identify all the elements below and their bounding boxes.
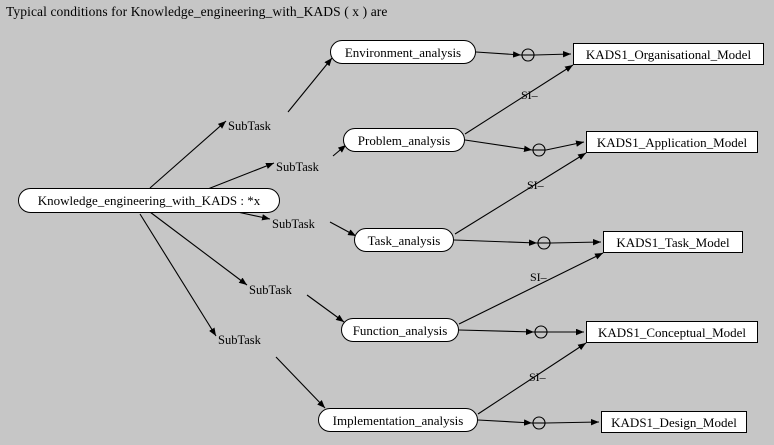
node-task-analysis[interactable]: Task_analysis — [354, 228, 454, 252]
node-label: Task_analysis — [367, 232, 441, 248]
edge-label-si: SI– — [527, 178, 544, 192]
node-label: Problem_analysis — [357, 132, 451, 148]
edge-label-subtask: SubTask — [228, 119, 271, 133]
node-kads1-task-model[interactable]: KADS1_Task_Model — [603, 231, 743, 253]
edge-label-si: SI– — [521, 88, 538, 102]
node-label: KADS1_Application_Model — [596, 134, 748, 150]
node-environment-analysis[interactable]: Environment_analysis — [330, 40, 476, 64]
node-label: KADS1_Design_Model — [611, 414, 737, 430]
node-implementation-analysis[interactable]: Implementation_analysis — [318, 408, 478, 432]
edge-label-subtask: SubTask — [276, 160, 319, 174]
node-kads1-conceptual-model[interactable]: KADS1_Conceptual_Model — [586, 321, 758, 343]
node-label: Function_analysis — [352, 322, 448, 338]
edge-label-subtask: SubTask — [272, 217, 315, 231]
node-root[interactable]: Knowledge_engineering_with_KADS : *x — [18, 188, 280, 213]
node-kads1-application-model[interactable]: KADS1_Application_Model — [586, 131, 758, 153]
edge-label-si: SI– — [530, 270, 547, 284]
node-kads1-organisational-model[interactable]: KADS1_Organisational_Model — [573, 43, 764, 65]
node-root-label: Knowledge_engineering_with_KADS : *x — [37, 193, 261, 208]
node-label: KADS1_Conceptual_Model — [597, 324, 747, 340]
edge-label-subtask: SubTask — [249, 283, 292, 297]
node-label: KADS1_Organisational_Model — [585, 46, 752, 62]
node-kads1-design-model[interactable]: KADS1_Design_Model — [601, 411, 747, 433]
node-problem-analysis[interactable]: Problem_analysis — [343, 128, 465, 152]
edge-label-subtask: SubTask — [218, 333, 261, 347]
node-label: Implementation_analysis — [332, 412, 464, 428]
node-label: KADS1_Task_Model — [616, 234, 730, 250]
node-label: Environment_analysis — [344, 44, 462, 60]
page-title: Typical conditions for Knowledge_enginee… — [6, 4, 388, 19]
edge-label-si: SI– — [529, 370, 546, 384]
node-function-analysis[interactable]: Function_analysis — [341, 318, 459, 342]
